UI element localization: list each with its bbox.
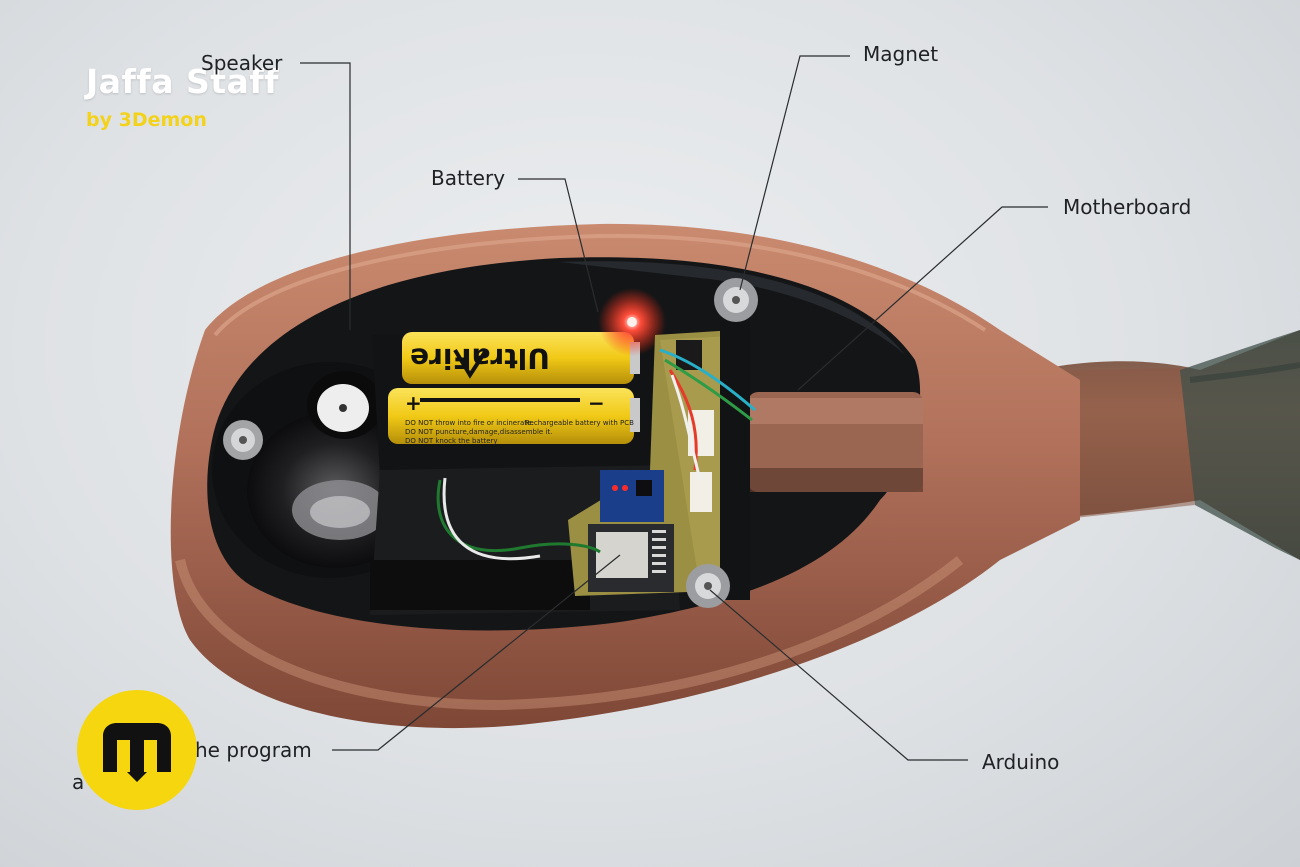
battery-plus-mark: + bbox=[405, 391, 422, 415]
m-logo-icon bbox=[103, 723, 171, 782]
red-led bbox=[598, 288, 666, 356]
arduino-board bbox=[600, 470, 664, 522]
battery-rechargeable-text: Rechargeable battery with PCB bbox=[525, 419, 634, 427]
battery-bottom: + − DO NOT throw into fire or incinerate… bbox=[388, 388, 640, 445]
title-block: Jaffa Staff by 3Demon bbox=[86, 62, 279, 131]
sd-card-module bbox=[588, 524, 674, 592]
byline: by 3Demon bbox=[86, 109, 207, 131]
label-arduino: Arduino bbox=[982, 750, 1060, 774]
label-program: he program bbox=[195, 738, 312, 762]
battery-warning-1: DO NOT throw into fire or incinerate. bbox=[405, 419, 534, 427]
brand-logo bbox=[77, 690, 197, 810]
page-title: Jaffa Staff bbox=[86, 62, 280, 101]
callout-lines bbox=[300, 55, 1048, 761]
battery-pack: UltraFire + − DO NOT throw into fire or … bbox=[388, 332, 640, 445]
screw-magnet bbox=[714, 278, 758, 322]
battery-warning-2: DO NOT puncture,damage,disassemble it. bbox=[405, 428, 552, 436]
label-motherboard: Motherboard bbox=[1063, 195, 1192, 219]
screw-left bbox=[223, 420, 263, 460]
battery-top: UltraFire bbox=[402, 332, 640, 384]
label-program-line2: a bbox=[72, 770, 85, 794]
label-battery: Battery bbox=[431, 166, 506, 190]
battery-minus-mark: − bbox=[588, 391, 605, 415]
battery-warning-3: DO NOT knock the battery bbox=[405, 437, 498, 445]
wires bbox=[436, 348, 756, 561]
label-speaker: Speaker bbox=[201, 51, 283, 75]
inner-tube bbox=[748, 392, 923, 492]
label-magnet: Magnet bbox=[863, 42, 939, 66]
